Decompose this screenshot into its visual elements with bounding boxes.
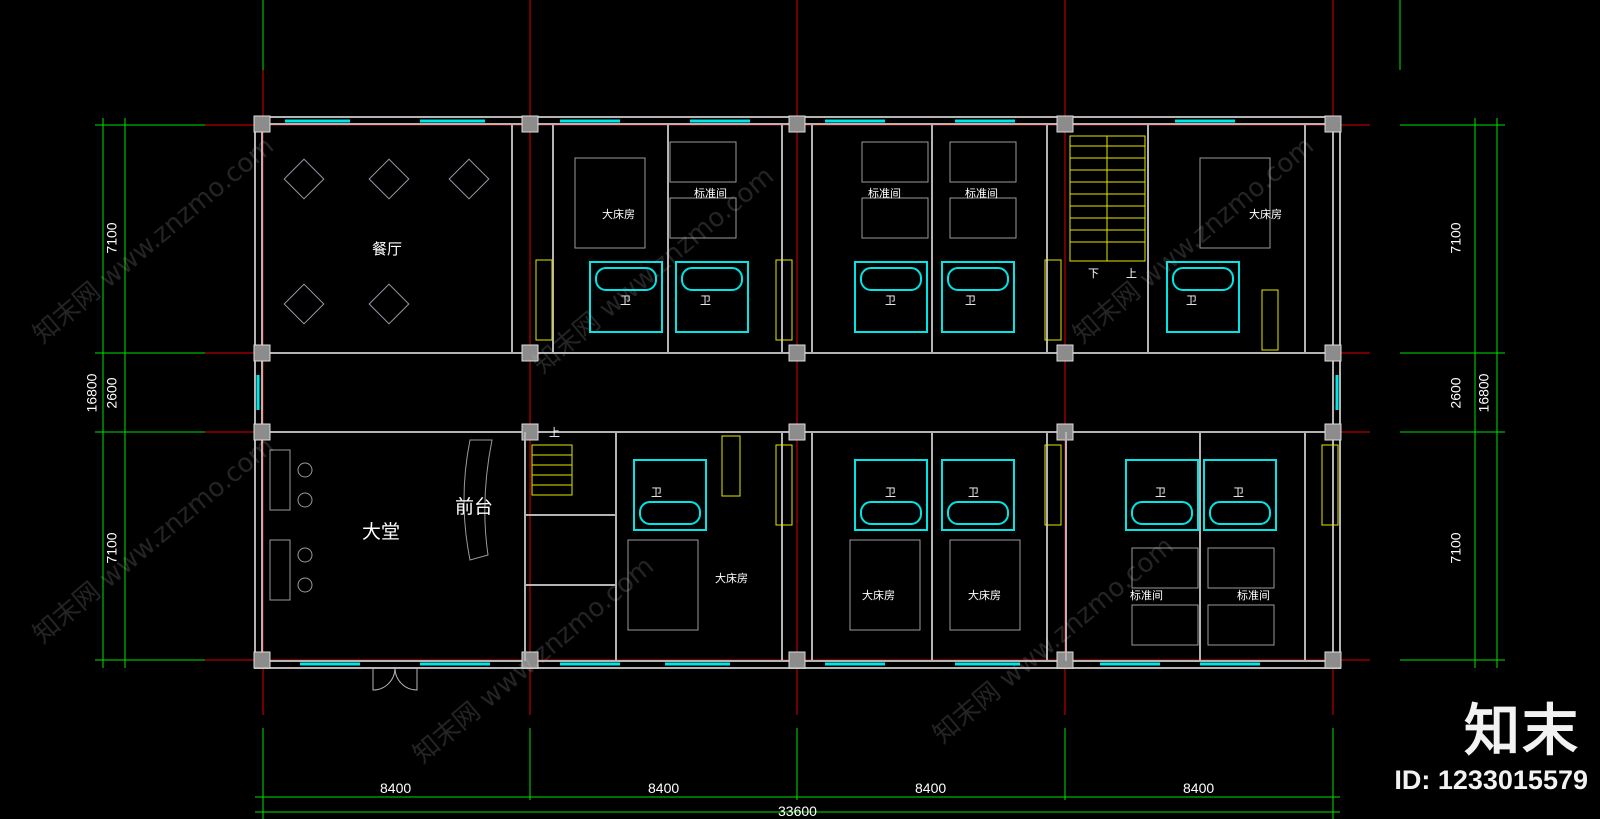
dimension-lines xyxy=(95,0,1505,819)
columns xyxy=(253,115,1342,669)
room-label-standard-2: 标准间 xyxy=(868,187,901,200)
total-width-dimension: 33600 xyxy=(778,803,817,819)
left-total-depth-dimension: 16800 xyxy=(83,373,100,413)
room-label-king-4: 大床房 xyxy=(862,589,895,602)
bath-label-10: 卫 xyxy=(1233,486,1244,499)
stairs xyxy=(531,135,1339,526)
image-id: ID: 1233015579 xyxy=(1394,765,1588,795)
room-label-standard-1: 标准间 xyxy=(694,187,727,200)
bay-dimension-4: 8400 xyxy=(1183,780,1215,796)
bath-label-3: 卫 xyxy=(885,294,896,307)
room-label-standard-3: 标准间 xyxy=(965,187,998,200)
bath-label-6: 卫 xyxy=(651,486,662,499)
stair-up-label-lobby: 上 xyxy=(549,426,560,439)
bath-label-9: 卫 xyxy=(1155,486,1166,499)
bay-dimension-3: 8400 xyxy=(915,780,947,796)
dining-room-label: 餐厅 xyxy=(372,240,403,258)
bay-dimension-2: 8400 xyxy=(648,780,680,796)
room-label-king-2: 大床房 xyxy=(1249,208,1282,221)
bathroom-fixtures xyxy=(589,261,1277,531)
partition-walls xyxy=(511,124,1306,661)
bath-label-1: 卫 xyxy=(620,294,631,307)
entrance-doors xyxy=(372,667,418,691)
bath-label-5: 卫 xyxy=(1186,294,1197,307)
lobby-label: 大堂 xyxy=(362,521,401,543)
room-label-king-5: 大床房 xyxy=(968,589,1001,602)
right-corridor-dimension: 2600 xyxy=(1447,377,1464,409)
stair-down-label: 下 xyxy=(1088,267,1099,280)
bath-label-8: 卫 xyxy=(968,486,979,499)
dining-tables xyxy=(283,158,490,325)
right-depth-dimension-top: 7100 xyxy=(1447,222,1464,254)
front-desk-label: 前台 xyxy=(455,496,494,518)
room-label-king-1: 大床房 xyxy=(602,208,635,221)
left-corridor-dimension: 2600 xyxy=(103,377,120,409)
beds xyxy=(574,141,1275,646)
right-total-depth-dimension: 16800 xyxy=(1475,373,1492,413)
right-depth-dimension-bottom: 7100 xyxy=(1447,532,1464,564)
bath-label-2: 卫 xyxy=(700,294,711,307)
bath-label-7: 卫 xyxy=(885,486,896,499)
brand-logo: 知末 xyxy=(1464,699,1580,764)
room-label-king-3: 大床房 xyxy=(715,572,748,585)
windows xyxy=(256,119,1339,666)
room-label-standard-5: 标准间 xyxy=(1237,589,1270,602)
axis-grid xyxy=(200,0,1370,715)
bath-label-4: 卫 xyxy=(965,294,976,307)
room-label-standard-4: 标准间 xyxy=(1130,589,1163,602)
front-desk-counter xyxy=(269,439,493,601)
bay-dimension-1: 8400 xyxy=(380,780,412,796)
stair-up-label: 上 xyxy=(1126,267,1137,280)
